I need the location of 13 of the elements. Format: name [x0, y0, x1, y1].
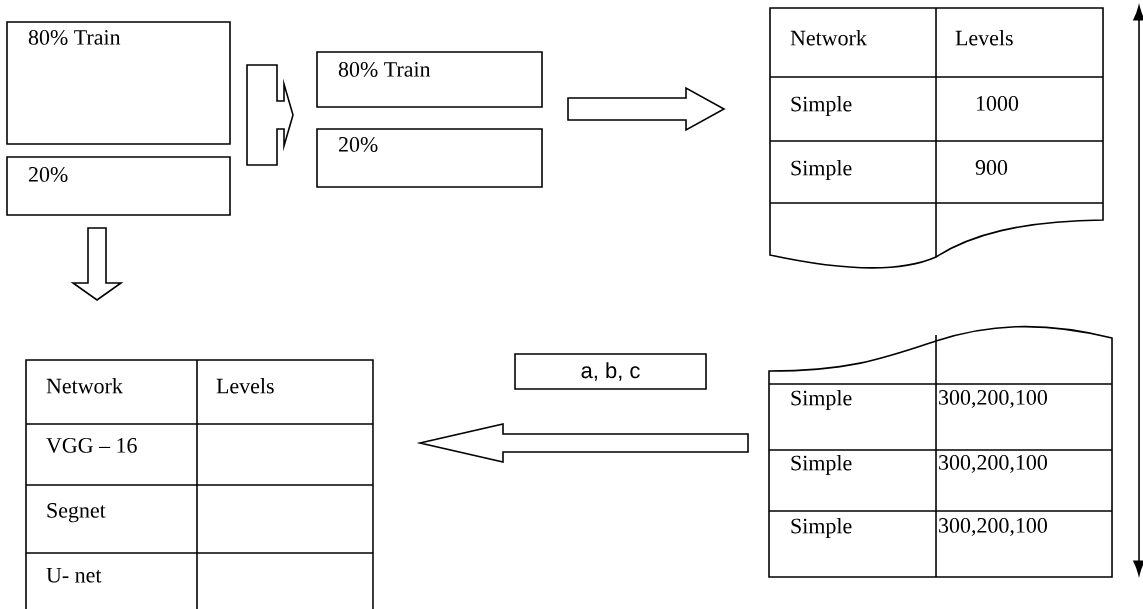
block-arrow [246, 64, 294, 166]
text-box: 80% Train [316, 51, 543, 108]
arrow [1133, 5, 1143, 576]
text-box: 20% [316, 128, 543, 188]
text-box: 80% Train [6, 21, 231, 145]
table: Network Levels Simple 1000 Simple 900 [769, 7, 1104, 269]
table: Simple 300,200,100 Simple 300,200,100 Simple 300,200,100 [768, 325, 1113, 578]
text-box: a, b, c [514, 353, 707, 390]
text-box: 20% [6, 156, 231, 216]
block-arrow [70, 227, 124, 301]
block-arrow [416, 423, 749, 463]
table: Network Levels VGG – 16 Segnet U- net [25, 359, 374, 609]
block-arrow [567, 86, 726, 132]
